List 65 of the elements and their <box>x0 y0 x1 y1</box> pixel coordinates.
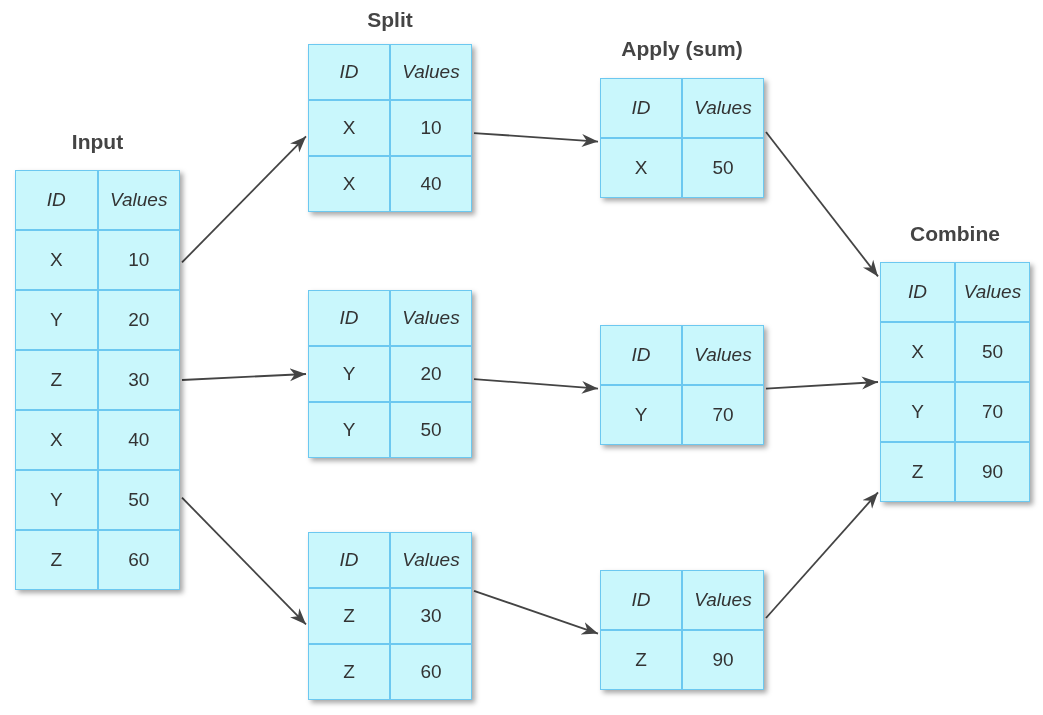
table-title: Combine <box>909 222 1001 246</box>
column-header: Values <box>682 570 764 630</box>
column-header: ID <box>308 290 390 346</box>
column-header: Values <box>390 44 472 100</box>
column-header: Values <box>390 290 472 346</box>
column-title: Apply (sum) <box>621 37 743 61</box>
column-header: ID <box>600 570 682 630</box>
column-header: ID <box>308 532 390 588</box>
table-cell: 50 <box>955 322 1030 382</box>
table-cell: X <box>600 138 682 198</box>
table-cell: 50 <box>97 470 180 530</box>
table-cell: 40 <box>390 156 472 212</box>
table-cell: Y <box>880 382 955 442</box>
table-cell: 60 <box>97 530 180 590</box>
table-cell: Z <box>308 644 390 700</box>
column-header: Values <box>682 325 764 385</box>
arrow <box>765 491 879 619</box>
table-cell: 10 <box>390 100 472 156</box>
arrow <box>473 132 599 147</box>
arrow <box>181 135 307 264</box>
arrow <box>765 376 879 390</box>
table-cell: Y <box>15 290 98 350</box>
arrow <box>765 131 879 278</box>
column-header: ID <box>600 325 682 385</box>
table-cell: Y <box>15 470 98 530</box>
table-cell: 20 <box>390 346 472 402</box>
column-header: Values <box>97 170 180 230</box>
table-cell: X <box>308 100 390 156</box>
arrow <box>473 378 599 394</box>
column-header: ID <box>308 44 390 100</box>
column-header: ID <box>600 78 682 138</box>
table-cell: 70 <box>955 382 1030 442</box>
table-cell: 10 <box>97 230 180 290</box>
table-cell: Z <box>880 442 955 502</box>
table-cell: Y <box>308 402 390 458</box>
table-cell: 30 <box>97 350 180 410</box>
table-cell: 70 <box>682 385 764 445</box>
arrow <box>181 496 307 626</box>
table-cell: 50 <box>682 138 764 198</box>
column-header: ID <box>880 262 955 322</box>
table-cell: X <box>880 322 955 382</box>
table-title: Input <box>70 130 125 154</box>
table-cell: X <box>15 230 98 290</box>
column-header: Values <box>390 532 472 588</box>
table-cell: Z <box>600 630 682 690</box>
table-cell: 60 <box>390 644 472 700</box>
table-cell: 50 <box>390 402 472 458</box>
table-cell: 20 <box>97 290 180 350</box>
table-cell: Y <box>308 346 390 402</box>
arrow <box>473 589 599 635</box>
table-cell: X <box>308 156 390 212</box>
table-cell: Z <box>308 588 390 644</box>
column-header: Values <box>955 262 1030 322</box>
table-cell: 90 <box>682 630 764 690</box>
table-cell: 30 <box>390 588 472 644</box>
column-header: ID <box>15 170 98 230</box>
column-title: Split <box>367 8 413 32</box>
table-cell: X <box>15 410 98 470</box>
table-cell: Z <box>15 350 98 410</box>
table-cell: 40 <box>97 410 180 470</box>
table-cell: Z <box>15 530 98 590</box>
table-cell: Y <box>600 385 682 445</box>
table-cell: 90 <box>955 442 1030 502</box>
arrow <box>181 368 307 382</box>
column-header: Values <box>682 78 764 138</box>
